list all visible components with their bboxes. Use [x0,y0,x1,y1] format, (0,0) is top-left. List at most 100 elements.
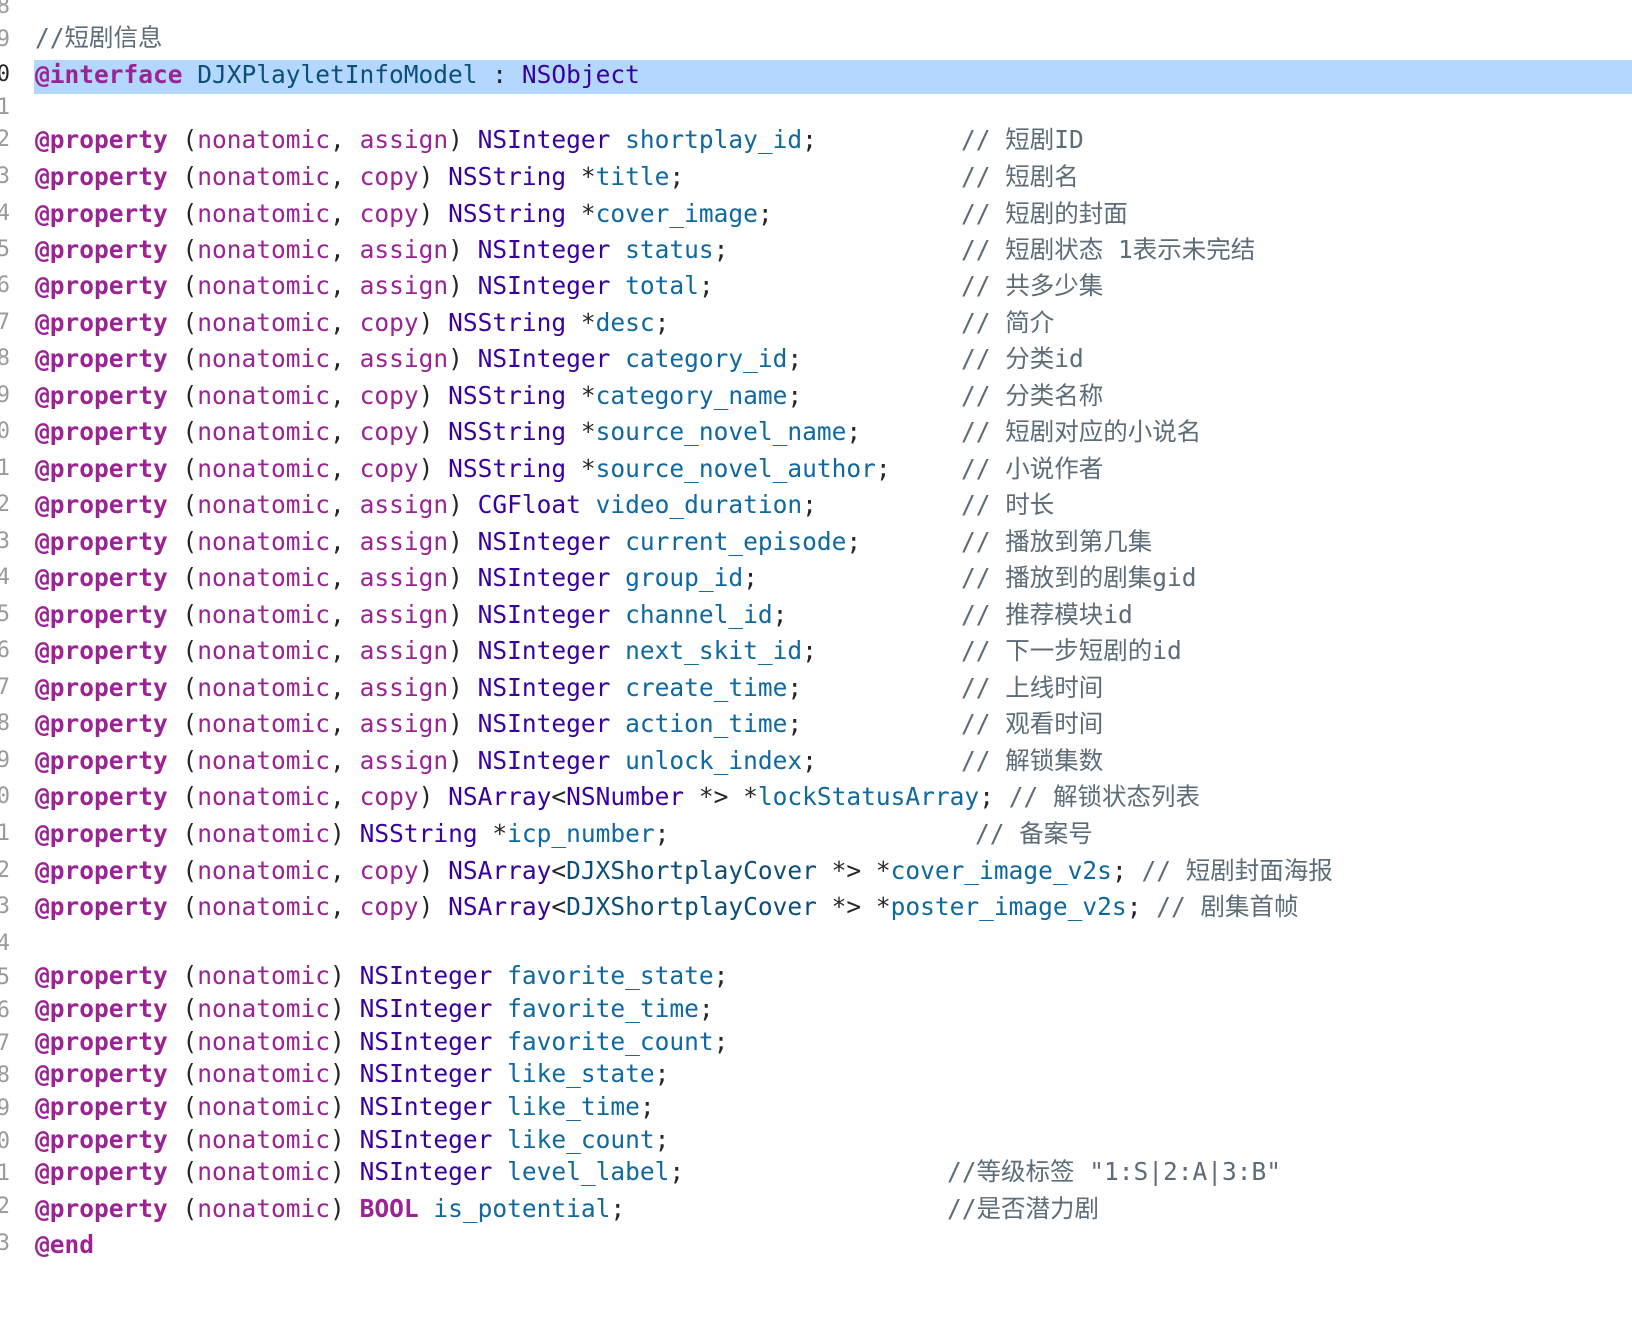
line-number: 7 [0,310,10,335]
property-attribute: nonatomic [197,162,331,191]
code-punctuation [492,1157,507,1186]
property-attribute: nonatomic [197,961,331,990]
code-punctuation: ( [167,1027,198,1056]
property-line[interactable]: @property (nonatomic, assign) NSInteger … [35,634,817,668]
property-keyword: @property [35,490,168,519]
pointer-star: * [580,417,596,446]
code-punctuation: , [330,600,360,629]
property-line[interactable]: @property (nonatomic) NSInteger level_la… [35,1155,684,1189]
property-type: NSInteger [477,527,611,556]
property-name: next_skit_id [625,636,803,665]
code-punctuation: ; [743,563,758,592]
code-punctuation: ( [167,746,198,775]
property-name: favorite_time [507,994,699,1023]
property-keyword: @property [35,308,168,337]
code-punctuation [566,417,581,446]
line-number: 1 [0,95,10,120]
property-line[interactable]: @property (nonatomic, copy) NSArray<DJXS… [35,854,1333,888]
code-punctuation: , [330,199,360,228]
property-name: favorite_state [507,961,714,990]
property-line[interactable]: @property (nonatomic, assign) NSInteger … [35,525,861,559]
code-punctuation [610,527,625,556]
line-number: 6 [0,998,10,1023]
property-name: title [595,162,670,191]
property-line[interactable]: @property (nonatomic) NSInteger like_tim… [35,1090,655,1124]
property-line[interactable]: @property (nonatomic, copy) NSArray<NSNu… [35,780,1200,814]
property-line[interactable]: @property (nonatomic) NSString *icp_numb… [35,817,669,851]
line-number: 8 [0,711,10,736]
code-punctuation: ) [418,381,449,410]
code-punctuation: *> [816,892,876,921]
code-comment: // 播放到的剧集gid [961,563,1197,592]
property-name: create_time [625,673,788,702]
superclass-name: NSObject [521,60,640,89]
property-type: NSInteger [359,1027,493,1056]
property-line[interactable]: @property (nonatomic, copy) NSString *ti… [35,160,684,194]
property-line[interactable]: @property (nonatomic) NSInteger like_cou… [35,1123,669,1157]
property-keyword: @property [35,636,168,665]
property-line[interactable]: @property (nonatomic, copy) NSArray<DJXS… [35,890,1298,924]
property-name: desc [595,308,655,337]
code-punctuation: ) [330,1157,360,1186]
line-number: 0 [0,62,10,87]
property-line[interactable]: @property (nonatomic) NSInteger like_sta… [35,1057,669,1091]
property-line[interactable]: @property (nonatomic, copy) NSString *de… [35,306,669,340]
property-attribute: copy [359,308,419,337]
code-punctuation: , [330,308,360,337]
property-line[interactable]: @property (nonatomic) BOOL is_potential; [35,1192,625,1226]
property-keyword: @property [35,1027,168,1056]
pointer-star: * [580,308,596,337]
line-number: 8 [0,1063,10,1088]
code-punctuation: ; [846,527,862,556]
property-keyword: @property [35,162,168,191]
code-punctuation [610,344,625,373]
code-punctuation: ( [167,162,198,191]
line-number: 7 [0,1031,10,1056]
property-name: source_novel_name [595,417,847,446]
code-comment: // 时长 [961,490,1055,519]
property-line[interactable]: @property (nonatomic, assign) NSInteger … [35,744,817,778]
property-type: NSInteger [359,1157,493,1186]
property-name: cover_image [595,199,758,228]
property-keyword: @property [35,782,168,811]
property-line[interactable]: @property (nonatomic, assign) NSInteger … [35,671,802,705]
code-punctuation: , [330,162,360,191]
line-number: 4 [0,565,10,590]
property-line[interactable]: @property (nonatomic, assign) NSInteger … [35,598,787,632]
code-punctuation: ) [448,235,478,264]
property-attribute: nonatomic [197,709,331,738]
property-line[interactable]: @property (nonatomic, assign) NSInteger … [35,707,802,741]
code-punctuation: ; [802,125,817,154]
code-punctuation: ) [448,673,478,702]
interface-line[interactable]: @interface DJXPlayletInfoModel : NSObjec… [35,58,640,92]
property-line[interactable]: @property (nonatomic, assign) NSInteger … [35,342,802,376]
property-line[interactable]: @property (nonatomic, assign) NSInteger … [35,561,758,595]
line-number: 9 [0,27,10,52]
property-line[interactable]: @property (nonatomic, assign) CGFloat vi… [35,488,817,522]
property-line[interactable]: @property (nonatomic, copy) NSString *so… [35,415,861,449]
property-name: favorite_count [507,1027,714,1056]
property-name: like_count [507,1125,655,1154]
property-line[interactable]: @property (nonatomic, copy) NSString *co… [35,197,773,231]
property-name: group_id [625,563,744,592]
property-keyword: @property [35,673,168,702]
code-punctuation: ; [787,709,803,738]
line-number: 9 [0,1096,10,1121]
section-comment-line[interactable]: //短剧信息 [35,21,163,55]
code-punctuation [610,563,625,592]
property-keyword: @property [35,235,168,264]
property-line[interactable]: @property (nonatomic, copy) NSString *so… [35,452,891,486]
property-line[interactable]: @property (nonatomic, copy) NSString *ca… [35,379,802,413]
property-line[interactable]: @property (nonatomic) NSInteger favorite… [35,992,714,1026]
property-line[interactable]: @property (nonatomic, assign) NSInteger … [35,269,714,303]
code-punctuation: , [330,490,360,519]
property-line[interactable]: @property (nonatomic, assign) NSInteger … [35,123,817,157]
property-attribute: nonatomic [197,892,331,921]
property-line[interactable]: @property (nonatomic) NSInteger favorite… [35,959,728,993]
end-line[interactable]: @end [35,1228,94,1262]
property-line[interactable]: @property (nonatomic, assign) NSInteger … [35,233,728,267]
property-line[interactable]: @property (nonatomic) NSInteger favorite… [35,1025,728,1059]
property-attribute: nonatomic [197,1027,331,1056]
code-punctuation: ( [167,563,198,592]
